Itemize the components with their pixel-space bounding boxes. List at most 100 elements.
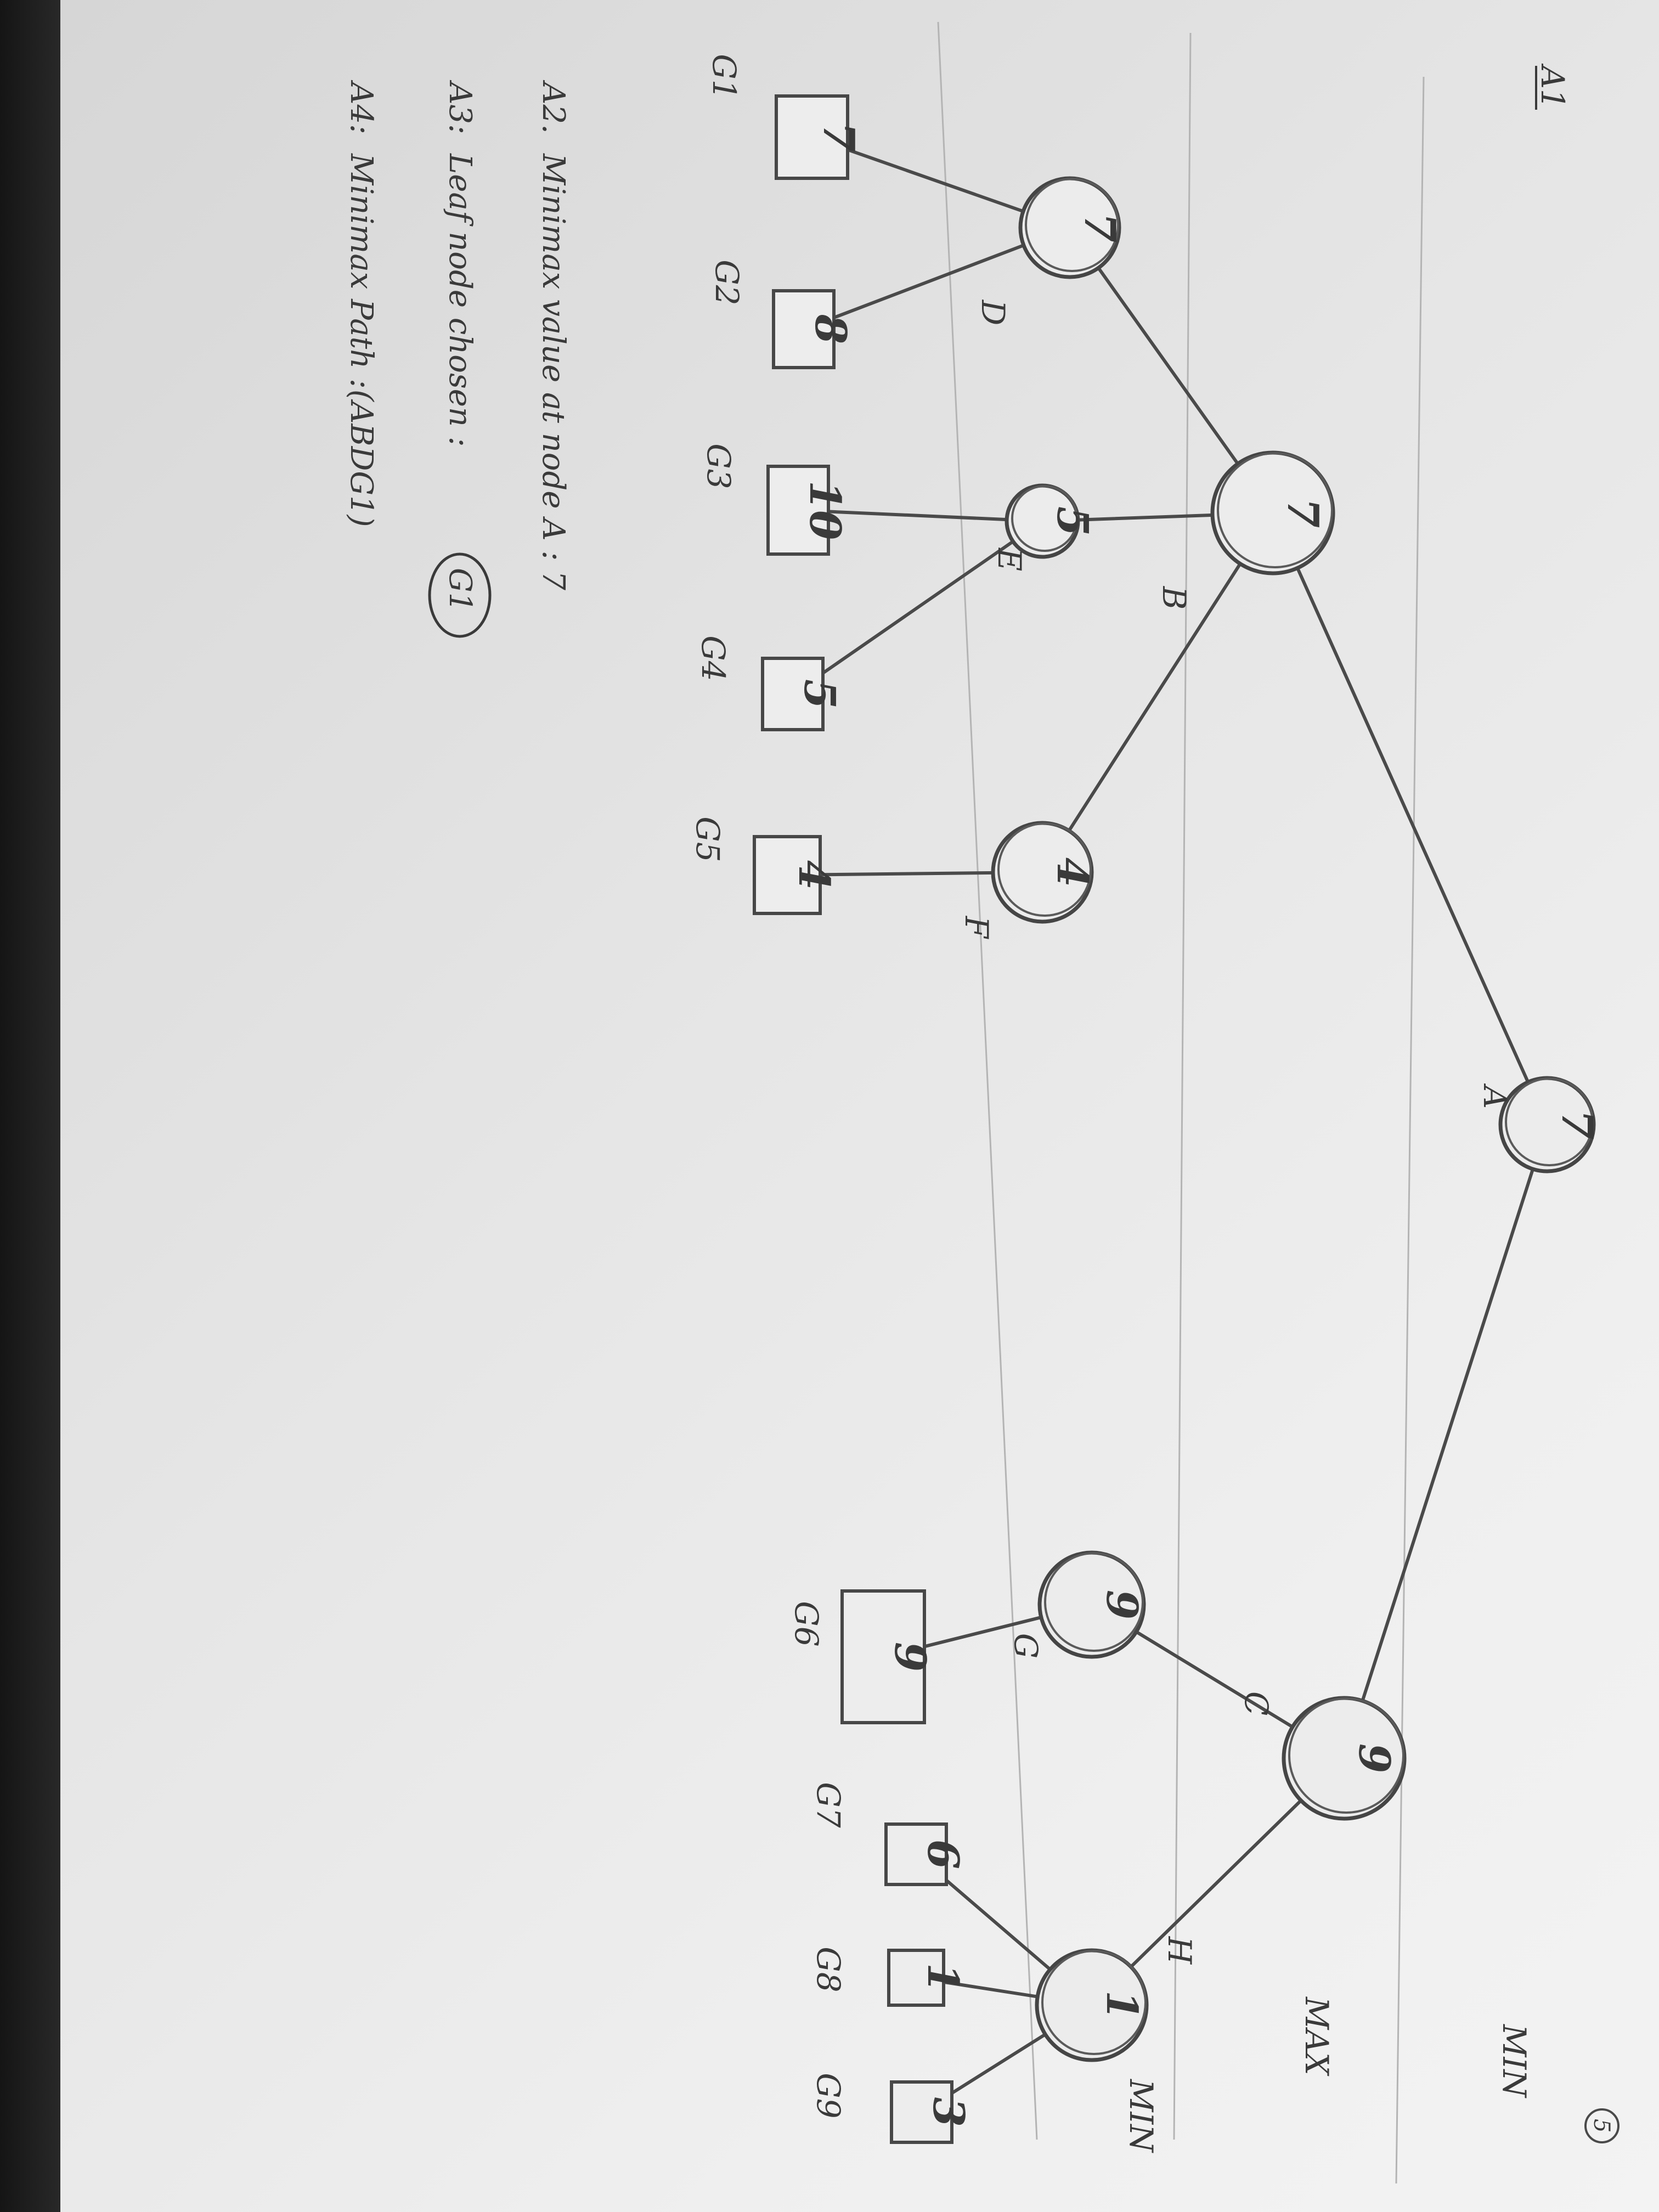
leaf-g9-value: 3 (923, 2097, 973, 2127)
node-b-fill (1212, 453, 1333, 573)
leaf-g5: 4 G5 (689, 816, 839, 915)
node-g-value: 9 (1097, 1590, 1147, 1620)
node-a-circle-retrace (1505, 1077, 1594, 1166)
node-f-value: 4 (1047, 857, 1097, 887)
node-f-label: F (958, 916, 995, 939)
node-b-circle-retrace (1217, 452, 1333, 568)
leaf-g2-fill (774, 291, 834, 368)
node-g-circle-retrace (1044, 1552, 1144, 1652)
leaf-g1-value: 7 (814, 122, 864, 152)
ruled-lines (937, 21, 1425, 2184)
leaf-g7: 6 G7 (810, 1782, 968, 1886)
leaf-g5-value: 4 (789, 860, 839, 890)
leaf-g7-value: 6 (918, 1839, 968, 1869)
leaf-g1-fill (776, 96, 848, 178)
page-number-badge: 5 (1584, 2108, 1620, 2143)
node-e: 5E (991, 483, 1097, 571)
edge-e-g3 (797, 509, 1044, 523)
node-b-label: B (1155, 586, 1193, 610)
node-a: 7A (1476, 1076, 1602, 1173)
node-h-label: H (1161, 1936, 1198, 1965)
node-d-label: D (974, 300, 1012, 326)
leaf-g4-fill (763, 658, 823, 730)
dark-background-edge (0, 0, 66, 2212)
node-d: 7D (974, 176, 1125, 326)
leaf-g6-label: G6 (788, 1601, 825, 1646)
leaf-g8: 1 G8 (810, 1946, 968, 2007)
leaf-g6: 9 G6 (788, 1589, 935, 1724)
leaf-g1-label: G1 (706, 54, 743, 99)
leaf-g7-label: G7 (810, 1782, 847, 1827)
answer-a4-text: Minimax Path : (343, 153, 379, 389)
node-e-label: E (991, 548, 1028, 571)
leaf-g8-fill (889, 1950, 944, 2005)
node-a-value: 7 (1552, 1110, 1602, 1139)
answer-a2-label: A2. (535, 80, 571, 134)
answer-a3-circled-leaf: G1 (442, 568, 478, 612)
node-d-value: 7 (1075, 213, 1125, 242)
node-h-value: 1 (1097, 1990, 1147, 2020)
answer-a4-path: (ABDG1) (343, 390, 379, 527)
leaf-g3-box (766, 465, 830, 556)
leaf-g9-label: G9 (810, 2073, 847, 2118)
node-c: 9C (1238, 1691, 1407, 1821)
node-g: 9G (1007, 1550, 1147, 1659)
node-f: 4F (958, 821, 1097, 939)
leaf-g6-fill (842, 1591, 924, 1723)
leaf-g8-value: 1 (918, 1963, 968, 1993)
paper-sheet (60, 0, 1659, 2212)
leaf-g6-box (840, 1589, 926, 1724)
leaf-g1-box (775, 94, 849, 180)
edge-a-c (1342, 1123, 1549, 1760)
node-a-label: A (1476, 1083, 1514, 1109)
answer-a4-label: A4: (343, 80, 379, 134)
node-d-circle-retrace (1025, 178, 1119, 272)
node-f-circle-retrace (997, 822, 1092, 917)
leaf-g7-box (884, 1822, 948, 1886)
leaf-g2: 8 G2 (708, 259, 855, 369)
leaf-g2-value: 8 (805, 314, 855, 344)
node-b: 7B (1155, 450, 1335, 610)
leaf-g7-fill (886, 1824, 946, 1884)
leaf-g9: 3 G9 (810, 2073, 973, 2144)
node-a-fill (1500, 1078, 1594, 1171)
leaf-g4-label: G4 (695, 635, 732, 681)
page-number: 5 (1589, 2119, 1614, 2132)
leaf-g8-label: G8 (810, 1946, 847, 1992)
node-g-label: G (1007, 1633, 1045, 1658)
answer-a2-text: Minimax value at node A : 7 (535, 153, 571, 590)
tree-edges (786, 136, 1549, 2114)
leaf-g4-box (761, 657, 825, 731)
leaf-g4-value: 5 (794, 679, 844, 709)
level-label-max: MAX (1298, 1996, 1335, 2076)
leaf-g2-box (772, 289, 836, 369)
leaf-g1: 7 G1 (706, 54, 864, 180)
node-c-value: 9 (1349, 1743, 1399, 1773)
leaf-g8-box (887, 1949, 945, 2007)
header-label: A1 (1534, 63, 1571, 109)
node-f-fill (993, 823, 1092, 922)
leaf-g9-box (890, 2080, 953, 2144)
leaf-g5-label: G5 (689, 816, 726, 862)
node-c-label: C (1238, 1691, 1275, 1716)
leaf-g5-fill (754, 837, 820, 913)
node-h: 1H (1035, 1936, 1198, 2062)
level-label-min: MIN (1122, 2079, 1160, 2153)
leaf-g9-fill (891, 2082, 952, 2142)
leaf-g4: 5 G4 (695, 635, 844, 731)
node-e-fill (1007, 486, 1078, 557)
node-e-value: 5 (1047, 506, 1097, 536)
node-e-circle-retrace (1011, 485, 1078, 552)
leaf-g5-box (753, 835, 822, 915)
node-c-fill (1284, 1698, 1404, 1819)
node-b-value: 7 (1278, 498, 1328, 528)
leaf-g2-label: G2 (708, 259, 746, 305)
node-g-fill (1040, 1553, 1144, 1657)
answer-a3-text: Leaf node chosen : (442, 153, 478, 447)
edge-b-f (1041, 511, 1274, 874)
leaf-g6-value: 9 (885, 1642, 935, 1672)
edge-e-g4 (791, 520, 1044, 696)
leaf-g3-fill (768, 466, 828, 554)
